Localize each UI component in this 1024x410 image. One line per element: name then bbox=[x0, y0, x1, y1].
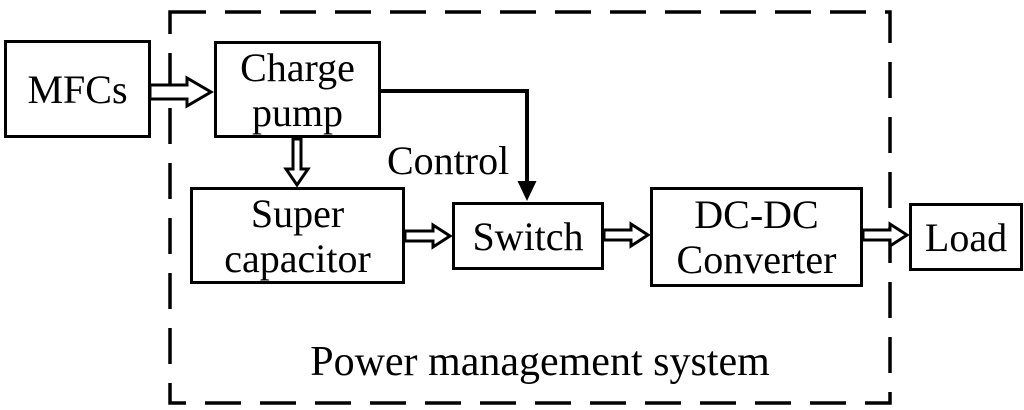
power-management-system-dashed-boundary bbox=[168, 10, 892, 405]
block-load-label: Load bbox=[924, 214, 1008, 260]
block-dcdc-converter: DC-DC Converter bbox=[650, 187, 863, 287]
control-line bbox=[380, 89, 529, 184]
block-switch: Switch bbox=[452, 202, 604, 270]
block-dcdc-label-line2: Converter bbox=[676, 237, 837, 282]
block-super-capacitor-label-line1: Super bbox=[250, 190, 345, 236]
block-super-capacitor-label-line2: capacitor bbox=[224, 235, 371, 281]
arrow-mfcs-to-charge-pump-icon bbox=[148, 75, 214, 109]
block-super-capacitor: Super capacitor bbox=[190, 187, 405, 284]
arrow-dcdc-to-load-icon bbox=[861, 221, 910, 249]
control-arrowhead-icon bbox=[517, 181, 537, 201]
arrow-switch-to-dcdc-icon bbox=[602, 221, 651, 249]
power-management-system-label: Power management system bbox=[310, 339, 770, 385]
arrow-charge-pump-to-super-capacitor-icon bbox=[283, 137, 311, 188]
arrow-super-capacitor-to-switch-icon bbox=[403, 222, 453, 250]
block-mfcs-label: MFCs bbox=[27, 66, 128, 112]
block-dcdc-label-line1: DC-DC bbox=[694, 192, 819, 237]
block-mfcs: MFCs bbox=[4, 40, 151, 138]
block-charge-pump: Charge pump bbox=[214, 41, 381, 138]
block-charge-pump-label-line1: Charge bbox=[240, 44, 355, 90]
control-line-label: Control bbox=[387, 138, 510, 183]
block-switch-label: Switch bbox=[472, 213, 584, 259]
block-load: Load bbox=[909, 203, 1023, 271]
block-charge-pump-label-line2: pump bbox=[251, 89, 344, 135]
